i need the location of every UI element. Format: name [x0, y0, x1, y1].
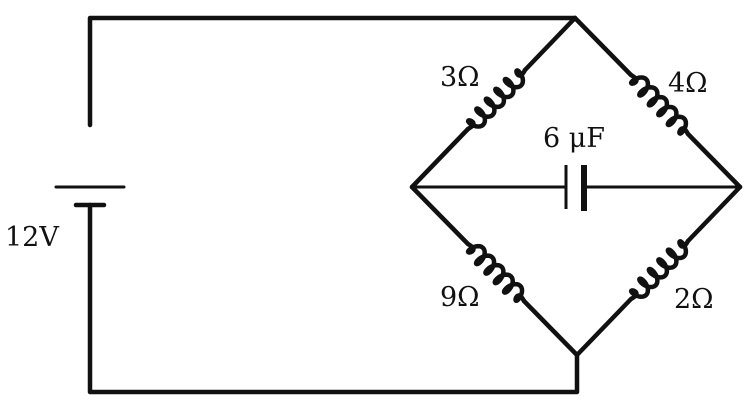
wire-bottom [87, 202, 580, 395]
wire-tr-lower [685, 131, 743, 190]
resistor-4ohm [628, 72, 691, 137]
resistor-2ohm [628, 238, 691, 302]
resistor-2ohm-label: 2Ω [674, 284, 714, 315]
battery [54, 185, 126, 208]
resistor-3ohm [465, 67, 528, 132]
resistor-4ohm-label: 4Ω [668, 68, 708, 99]
wire-top [87, 15, 578, 128]
resistor-9ohm-label: 9Ω [440, 282, 480, 313]
resistor-3ohm-label: 3Ω [440, 62, 480, 93]
battery-label: 12V [5, 222, 59, 253]
resistor-9ohm [465, 241, 527, 304]
capacitor [410, 165, 742, 211]
wire-tr-upper [572, 15, 634, 78]
wire-br-lower [574, 296, 634, 358]
wire-br-upper [685, 184, 743, 244]
wire-bl-lower [521, 298, 580, 358]
wire-tl-upper [522, 15, 578, 73]
wire-tl-lower [409, 126, 471, 190]
capacitor-label: 6 μF [543, 123, 605, 154]
wire-bl-upper [409, 184, 471, 247]
